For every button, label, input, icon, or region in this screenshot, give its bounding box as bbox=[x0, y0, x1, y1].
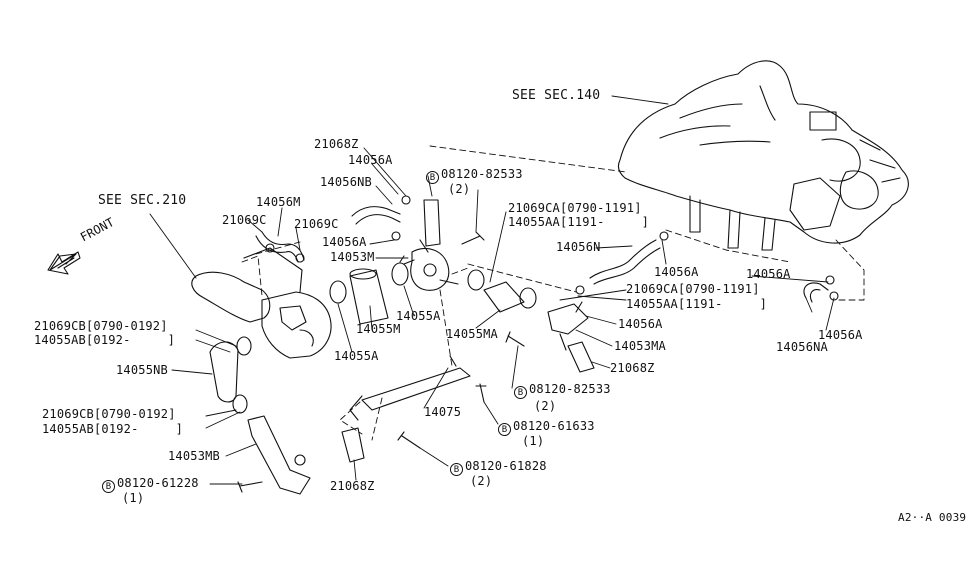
label-14056M: 14056M bbox=[256, 195, 301, 209]
housing-14053MA bbox=[547, 301, 589, 351]
label-14056A-right-mid: 14056A bbox=[654, 265, 699, 279]
label-14056NB: 14056NB bbox=[320, 175, 372, 189]
label-bolt-qty-top: (2) bbox=[448, 182, 471, 196]
label-21068Z-top: 21068Z bbox=[314, 137, 359, 151]
diagram-code: A2··A 0039 bbox=[898, 511, 967, 524]
label-14055AA-mid: 14055AA[1191- ] bbox=[626, 297, 768, 311]
bolts bbox=[237, 231, 525, 493]
label-21069CA-mid: 21069CA[0790-1191] bbox=[626, 282, 760, 296]
label-14056A-far-right: 14056A bbox=[746, 267, 791, 281]
label-14055AB-bottom: 14055AB[0192- ] bbox=[42, 422, 184, 436]
hose-14055M bbox=[349, 268, 389, 325]
hose-14056NA bbox=[803, 282, 829, 303]
small-clamps bbox=[265, 195, 839, 301]
water-outlet-housing-drawing bbox=[191, 247, 332, 359]
bolt-marker-icon: B bbox=[450, 463, 463, 476]
label-21069CA-top: 21069CA[0790-1191] bbox=[508, 201, 642, 215]
label-14055A-right: 14055A bbox=[396, 309, 441, 323]
hose-21068Z-bottom bbox=[341, 427, 365, 463]
label-14056A-lower-right: 14056A bbox=[618, 317, 663, 331]
label-bolt-qty-mid: (2) bbox=[534, 399, 557, 413]
dashed-reference-lines bbox=[241, 145, 865, 441]
bolt-marker-icon: B bbox=[498, 423, 511, 436]
bolt-marker-icon: B bbox=[426, 171, 439, 184]
label-21069CB-bottom: 21069CB[0790-0192] bbox=[42, 407, 176, 421]
pipe-14075 bbox=[349, 355, 471, 421]
pipe-14053MB bbox=[247, 415, 311, 495]
thermostat-14053M bbox=[403, 239, 459, 291]
label-14056A-mid: 14056A bbox=[322, 235, 367, 249]
label-14056A-top: 14056A bbox=[348, 153, 393, 167]
label-see-sec-140: SEE SEC.140 bbox=[512, 88, 601, 103]
label-14056A-bottom-right: 14056A bbox=[818, 328, 863, 342]
label-14055A-left: 14055A bbox=[334, 349, 379, 363]
label-bolt-qty-61228: (1) bbox=[122, 491, 145, 505]
label-bolt-qty-61828: (2) bbox=[470, 474, 493, 488]
label-21069C-right: 21069C bbox=[294, 217, 339, 231]
label-14053MB: 14053MB bbox=[168, 449, 220, 463]
label-21069CB-top: 21069CB[0790-0192] bbox=[34, 319, 168, 333]
label-14053M: 14053M bbox=[330, 250, 375, 264]
label-14056NA: 14056NA bbox=[776, 340, 828, 354]
intake-manifold-drawing bbox=[617, 60, 909, 251]
clamps-14055A bbox=[329, 255, 409, 304]
hose-21068Z-right bbox=[567, 341, 595, 373]
bolt-marker-icon: B bbox=[514, 386, 527, 399]
label-21068Z-bottom: 21068Z bbox=[330, 479, 375, 493]
label-21069C-left: 21069C bbox=[222, 213, 267, 227]
label-bolt-qty-61633: (1) bbox=[522, 434, 545, 448]
label-21068Z-right: 21068Z bbox=[610, 361, 655, 375]
label-14055NB: 14055NB bbox=[116, 363, 168, 377]
hose-14056NB bbox=[351, 206, 401, 225]
hose-14055NB bbox=[209, 336, 252, 414]
hose-14055MA bbox=[467, 269, 537, 313]
hose-14056N bbox=[589, 239, 661, 285]
label-14075: 14075 bbox=[424, 405, 462, 419]
label-see-sec-210: SEE SEC.210 bbox=[98, 193, 187, 208]
label-14053MA: 14053MA bbox=[614, 339, 666, 353]
label-14055AA-top: 14055AA[1191- ] bbox=[508, 215, 650, 229]
label-14055MA: 14055MA bbox=[446, 327, 498, 341]
bolt-marker-icon: B bbox=[102, 480, 115, 493]
front-arrow-icon bbox=[47, 251, 81, 275]
hose-21068Z-top bbox=[423, 199, 441, 247]
label-14055AB-top: 14055AB[0192- ] bbox=[34, 333, 176, 347]
label-14056N: 14056N bbox=[556, 240, 601, 254]
label-14055M: 14055M bbox=[356, 322, 401, 336]
